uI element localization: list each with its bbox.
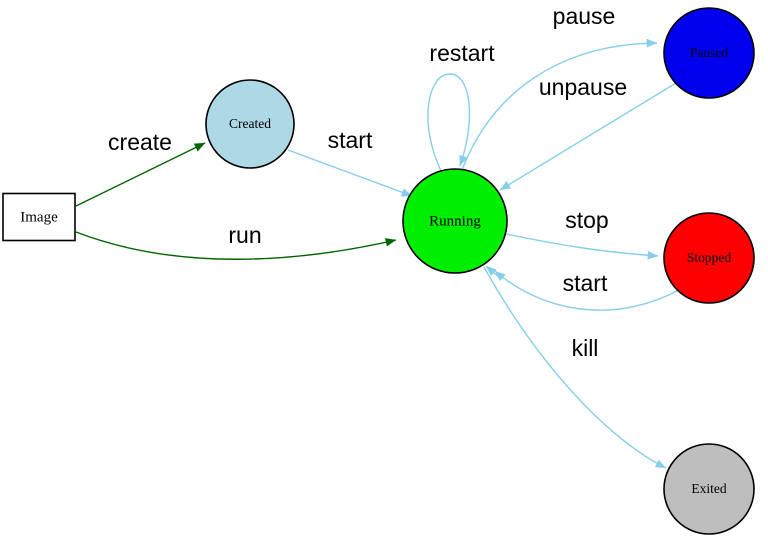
edge-create: create [75,129,206,207]
edge-restart-path [427,73,471,172]
node-stopped-label: Stopped [687,250,732,265]
node-running-circle[interactable] [402,168,508,274]
node-paused[interactable]: Paused [663,7,755,99]
edge-unpause: unpause [499,74,677,191]
edge-stop: stop [505,207,659,260]
edge-restart: restart [427,40,495,172]
edge-start-stopped-path [494,270,680,311]
edge-label-start-created: start [328,127,373,153]
edge-run-path [75,231,397,260]
edge-kill-path [483,266,667,469]
edge-label-run: run [228,222,261,248]
node-paused-label: Paused [690,45,728,60]
edge-stop-path [505,233,659,260]
node-stopped[interactable]: Stopped [663,212,755,304]
node-stopped-circle[interactable] [663,212,755,304]
edge-label-create: create [108,129,172,155]
edge-run: run [75,222,397,260]
node-exited[interactable]: Exited [663,443,755,535]
node-created-label: Created [229,116,271,131]
node-image-label: Image [20,209,58,225]
edge-start-created: start [287,127,413,197]
edge-start-stopped: start [494,270,680,311]
edge-label-unpause: unpause [539,74,627,100]
edge-pause-path [461,38,658,171]
node-image-rect[interactable] [2,192,76,242]
node-image[interactable]: Image [2,192,76,242]
node-running[interactable]: Running [402,168,508,274]
edge-label-kill: kill [572,335,599,361]
node-created[interactable]: Created [205,79,295,169]
edge-create-path [75,142,206,207]
edge-label-start-stopped: start [563,270,608,296]
node-created-circle[interactable] [205,79,295,169]
edge-kill-return-head [485,265,501,279]
node-exited-label: Exited [691,481,726,496]
edge-label-restart: restart [429,40,495,66]
edge-label-stop: stop [565,207,608,233]
edge-kill: kill [483,266,667,469]
edge-pause: pause [461,3,658,171]
node-running-label: Running [429,213,481,229]
node-exited-circle[interactable] [663,443,755,535]
edge-unpause-path [499,82,677,191]
edge-kill-return-path [485,265,501,279]
edge-start-created-path [287,149,413,197]
edge-label-pause: pause [553,3,616,29]
node-paused-circle[interactable] [663,7,755,99]
